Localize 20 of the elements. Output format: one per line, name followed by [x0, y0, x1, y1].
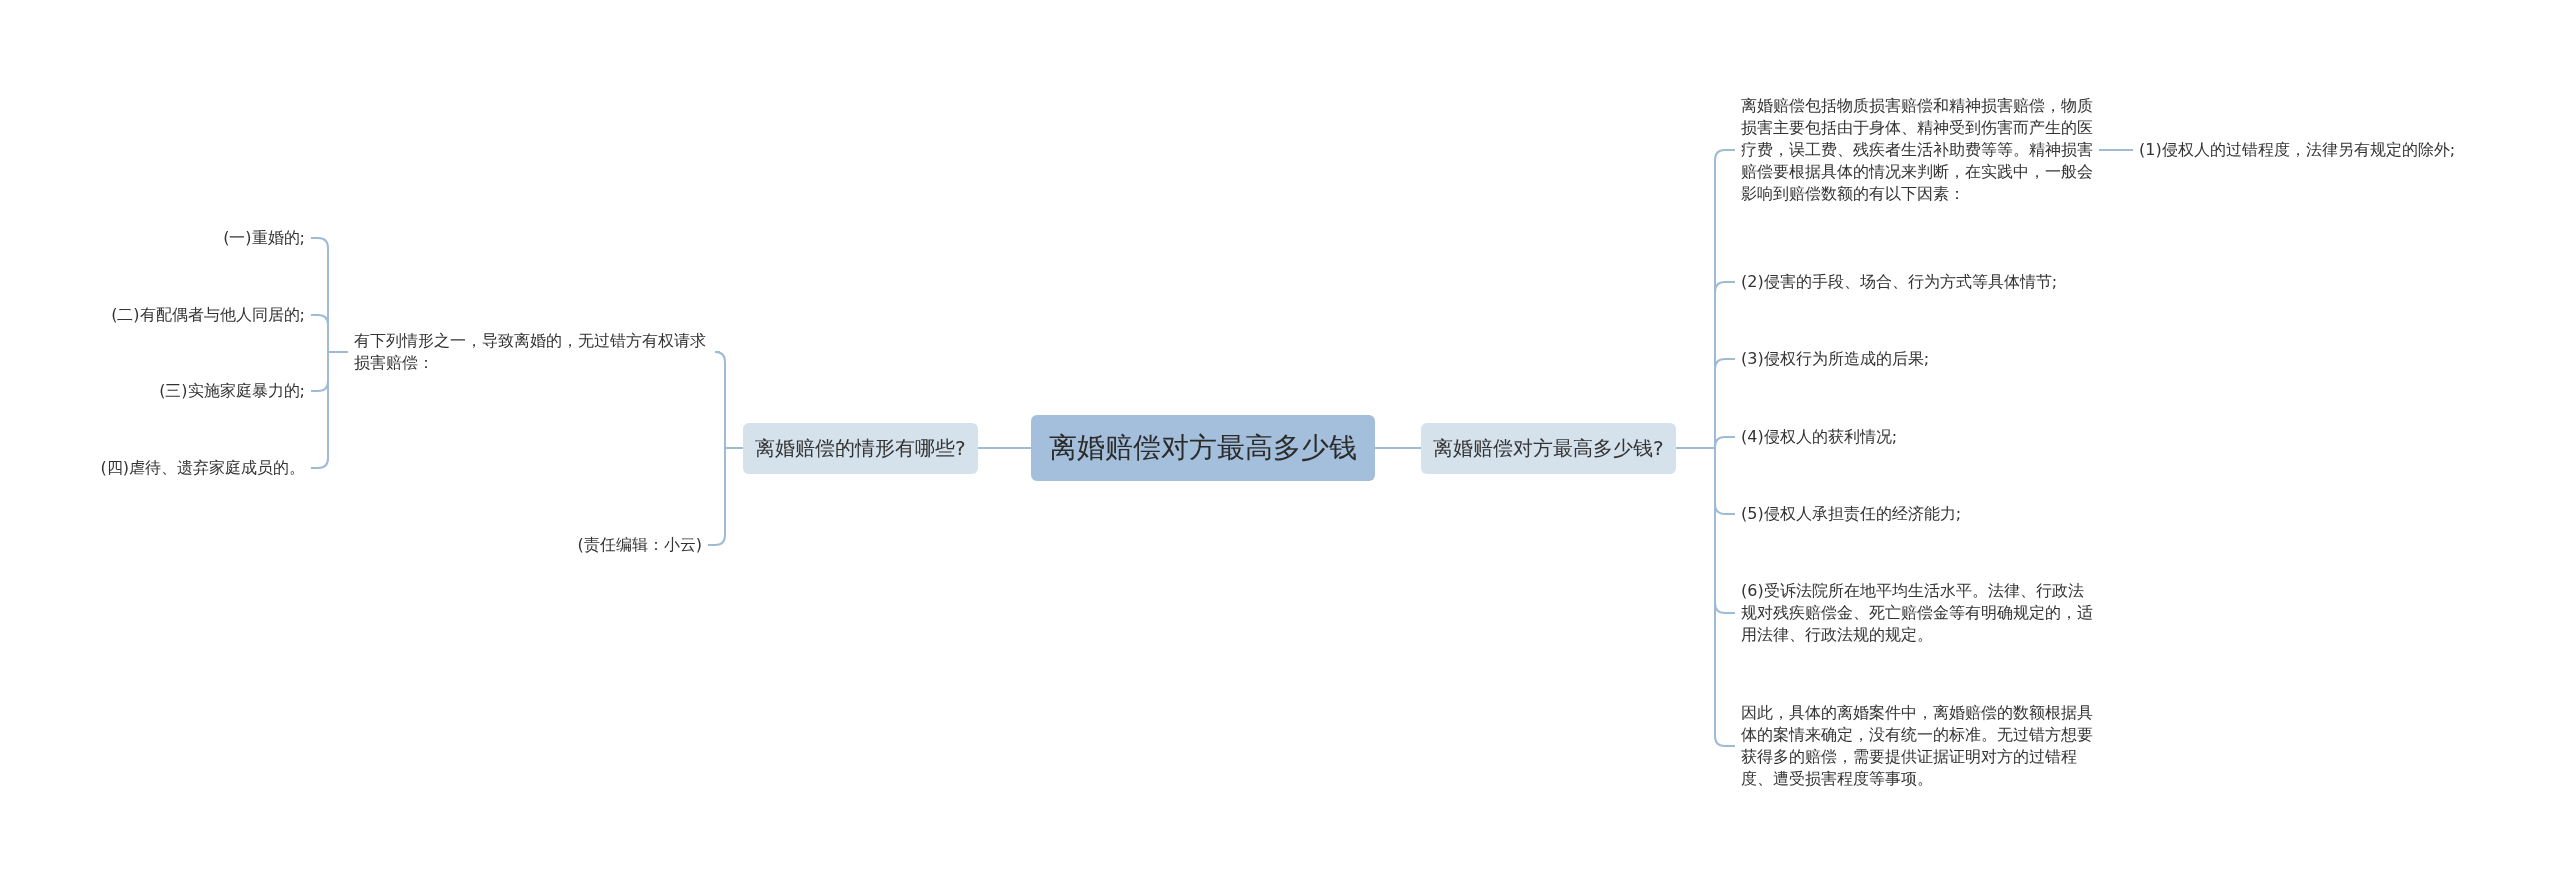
topic-text: 因此，具体的离婚案件中，离婚赔偿的数额根据具体的案情来确定，没有统一的标准。无过错方想要获得多的赔偿，需要提供证据证明对方的过错程度、遭受损害程度等事项。: [1741, 702, 2093, 790]
topic-text: (2)侵害的手段、场合、行为方式等具体情节;: [1741, 271, 2058, 293]
topic-text: (4)侵权人的获利情况;: [1741, 426, 1898, 448]
topic-text: (一)重婚的;: [223, 227, 305, 249]
topic-text: (6)受诉法院所在地平均生活水平。法律、行政法规对残疾赔偿金、死亡赔偿金等有明确规定的，适用法律、行政法规的规定。: [1741, 580, 2093, 646]
subtopic-box: 离婚赔偿对方最高多少钱?: [1421, 422, 1676, 474]
connector-line: [976, 447, 1032, 449]
subtopic-box: 离婚赔偿的情形有哪些?: [743, 422, 978, 474]
topic-text: 有下列情形之一，导致离婚的，无过错方有权请求损害赔偿：: [354, 330, 714, 374]
connector-line: [1374, 447, 1422, 449]
topic-text: (四)虐待、遗弃家庭成员的。: [100, 457, 305, 479]
topic-text: (三)实施家庭暴力的;: [159, 380, 305, 402]
topic-text: (1)侵权人的过错程度，法律另有规定的除外;: [2139, 139, 2456, 161]
central-topic: 离婚赔偿对方最高多少钱: [1031, 415, 1375, 481]
topic-text: (5)侵权人承担责任的经济能力;: [1741, 503, 1962, 525]
editor-note: (责任编辑：小云): [577, 534, 702, 556]
topic-text: (二)有配偶者与他人同居的;: [111, 304, 305, 326]
connector-line: [2098, 149, 2134, 151]
topic-text: 离婚赔偿包括物质损害赔偿和精神损害赔偿，物质损害主要包括由于身体、精神受到伤害而产生的医疗费，误工费、残疾者生活补助费等等。精神损害赔偿要根据具体的情况来判断，在实践中，一般会影响到赔偿数额的有以下因素：: [1741, 95, 2093, 205]
topic-text: (3)侵权行为所造成的后果;: [1741, 348, 1930, 370]
